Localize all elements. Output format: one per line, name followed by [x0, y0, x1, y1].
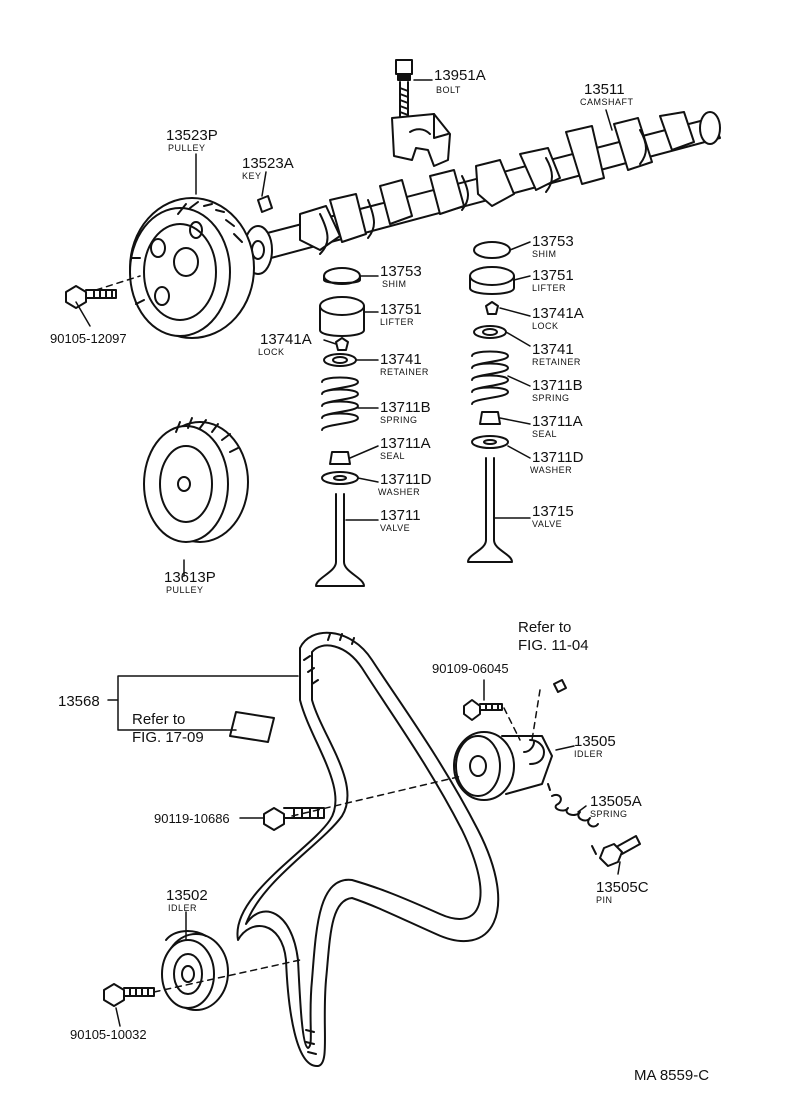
- lifter-left-number[interactable]: 13751: [380, 301, 422, 318]
- assembly-lines: [95, 275, 541, 993]
- lock-left-number[interactable]: 13741A: [260, 331, 312, 348]
- valve-right-name: VALVE: [532, 519, 563, 529]
- valve-left-number[interactable]: 13711: [380, 507, 421, 524]
- idler-number[interactable]: 13505: [574, 733, 616, 750]
- shim-right-number[interactable]: 13753: [532, 233, 574, 250]
- camshaft-number[interactable]: 13511: [584, 81, 625, 98]
- bolt-90119-10686-part: [263, 807, 325, 831]
- fig-11-04-link[interactable]: FIG. 11-04: [518, 637, 589, 654]
- idler-name: IDLER: [574, 749, 604, 759]
- pulley-bolt-part: [65, 285, 117, 309]
- bolt-13951a-name: BOLT: [436, 85, 461, 95]
- washer-left-name: WASHER: [378, 487, 421, 497]
- lifter-left-name: LIFTER: [380, 317, 415, 327]
- seal-right-number[interactable]: 13711A: [532, 413, 583, 430]
- left-valve-stack: [315, 267, 365, 587]
- lower-pulley-name: PULLEY: [166, 585, 204, 595]
- bolt-13951a-part: [395, 59, 413, 121]
- key-name: KEY: [242, 171, 262, 181]
- refer-to-b: Refer to: [132, 711, 186, 728]
- washer-left-number[interactable]: 13711D: [380, 471, 432, 488]
- shim-left-name: SHIM: [382, 279, 407, 289]
- retainer-right-name: RETAINER: [532, 357, 581, 367]
- idler-bolt-code[interactable]: 90109-06045: [432, 661, 509, 676]
- idler2-name: IDLER: [168, 903, 198, 913]
- bolt-90105-10032-part: [103, 983, 155, 1007]
- lock-left-name: LOCK: [258, 347, 285, 357]
- tension-spring-number[interactable]: 13505A: [590, 793, 642, 810]
- bolt-13951a-number[interactable]: 13951A: [434, 67, 486, 84]
- retainer-right-number[interactable]: 13741: [532, 341, 574, 358]
- pin-13505c-part: [599, 835, 641, 867]
- belt-number[interactable]: 13568: [58, 693, 100, 710]
- pulley-bolt-code[interactable]: 90105-12097: [50, 331, 127, 346]
- key-part: [257, 195, 273, 213]
- lower-pulley-number[interactable]: 13613P: [164, 569, 216, 586]
- tension-spring-name: SPRING: [590, 809, 628, 819]
- lock-right-name: LOCK: [532, 321, 559, 331]
- shim-left-number[interactable]: 13753: [380, 263, 422, 280]
- washer-right-number[interactable]: 13711D: [532, 449, 584, 466]
- washer-right-name: WASHER: [530, 465, 573, 475]
- spring-right-number[interactable]: 13711B: [532, 377, 583, 394]
- lifter-right-number[interactable]: 13751: [532, 267, 574, 284]
- idler-bolt-part: [463, 699, 503, 721]
- key-number[interactable]: 13523A: [242, 155, 294, 172]
- belt-ref-tab: [229, 711, 275, 743]
- spring-left-name: SPRING: [380, 415, 418, 425]
- refer-to-a: Refer to: [518, 619, 572, 636]
- fig-17-09-link[interactable]: FIG. 17-09: [132, 729, 204, 746]
- catalog-reference: MA 8559-C: [634, 1067, 710, 1084]
- shim-right-name: SHIM: [532, 249, 557, 259]
- timing-belt-part: [236, 631, 500, 1068]
- upper-pulley-part: [129, 197, 255, 339]
- spring-13505a-part: [547, 783, 599, 855]
- bearing-cap-part: [391, 113, 451, 167]
- seal-left-number[interactable]: 13711A: [380, 435, 431, 452]
- upper-pulley-number[interactable]: 13523P: [166, 127, 218, 144]
- retainer-left-number[interactable]: 13741: [380, 351, 422, 368]
- lock-right-number[interactable]: 13741A: [532, 305, 584, 322]
- valve-right-number[interactable]: 13715: [532, 503, 574, 520]
- idler-13505-part: [453, 731, 553, 801]
- idler-bolt2-code[interactable]: 90119-10686: [154, 811, 230, 826]
- idler2-number[interactable]: 13502: [166, 887, 208, 904]
- spring-right-name: SPRING: [532, 393, 570, 403]
- camshaft-part: [243, 111, 721, 275]
- upper-pulley-name: PULLEY: [168, 143, 206, 153]
- camshaft-name: CAMSHAFT: [580, 97, 634, 107]
- retainer-left-name: RETAINER: [380, 367, 429, 377]
- seal-right-name: SEAL: [532, 429, 558, 439]
- idler-13502-part: [161, 930, 229, 1011]
- lifter-right-name: LIFTER: [532, 283, 567, 293]
- pin-number[interactable]: 13505C: [596, 879, 649, 896]
- seal-left-name: SEAL: [380, 451, 406, 461]
- valve-left-name: VALVE: [380, 523, 411, 533]
- leader-lines: [75, 79, 621, 1027]
- pin-name: PIN: [596, 895, 613, 905]
- dowel-part: [553, 679, 567, 693]
- lower-pulley-part: [143, 417, 249, 543]
- right-valve-stack: [467, 241, 515, 563]
- spring-left-number[interactable]: 13711B: [380, 399, 431, 416]
- idler2-bolt-code[interactable]: 90105-10032: [70, 1027, 147, 1042]
